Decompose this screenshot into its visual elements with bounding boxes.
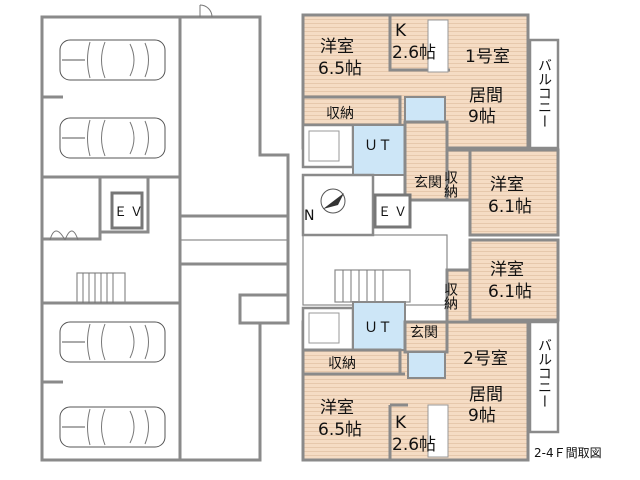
parking-car-2 [59, 117, 166, 159]
unit2-toilet [407, 351, 446, 379]
unit2-name: 2号室 [463, 349, 508, 369]
unit2-living-name: 居間 [469, 385, 503, 405]
unit2-storage [301, 348, 402, 376]
unit1-storage-label: 収納 [326, 106, 354, 122]
unit1-closet-label: 収納 [442, 170, 458, 199]
compass-arrow-icon [323, 193, 344, 209]
unit1-kitchen-size: 2.6帖 [392, 43, 436, 63]
unit2-kitchen-size: 2.6帖 [392, 435, 436, 455]
parking-car-4 [59, 406, 166, 448]
unit1-ut-label: ＵＴ [364, 138, 392, 154]
unit1-balcony [528, 38, 560, 150]
unit1-entrance-label: 玄関 [414, 174, 442, 191]
elevator-box [110, 191, 144, 230]
unit2-kitchen-name: K [395, 413, 407, 433]
unit1-western-room2-size: 6.1帖 [488, 197, 532, 217]
unit1-living-size: 9帖 [468, 107, 496, 127]
unit2-living-size: 9帖 [468, 406, 496, 426]
unit1-balcony-label: バルコニー [536, 58, 552, 128]
plan-caption: 2-4Ｆ間取図 [534, 446, 602, 460]
ev-label: ＥＶ [114, 205, 146, 220]
unit1-western-room2 [468, 148, 560, 237]
unit2-entrance-label: 玄関 [410, 324, 438, 341]
unit1-toilet [404, 96, 446, 123]
unit1-kitchen-name: K [395, 21, 407, 41]
unit2-balcony-label: バルコニー [536, 338, 552, 408]
unit2-western-room2-name: 洋室 [490, 260, 524, 280]
ground-floor-plan: ＥＶ [40, 4, 290, 462]
unit2-closet-label: 収納 [442, 282, 458, 311]
parking-car-3 [59, 321, 166, 363]
unit2-western-room2 [468, 238, 560, 322]
unit2-balcony [528, 320, 560, 434]
unit2-storage-label: 収納 [328, 356, 356, 372]
upper-floor-plan [301, 13, 560, 462]
unit1-western-room-size: 6.5帖 [318, 59, 362, 79]
unit2-western-room2-size: 6.1帖 [488, 282, 532, 302]
core-ev-label: ＥＶ [378, 205, 410, 220]
unit1-western-room-name: 洋室 [320, 37, 354, 57]
unit2-ut-label: ＵＴ [364, 320, 392, 336]
unit2-labels: 洋室 6.1帖 収納 ＵＴ 玄関 2号室 居間 9帖 収納 洋室 6.5帖 K … [318, 260, 552, 455]
unit2-ut [352, 301, 406, 351]
compass-north-label: N [304, 208, 314, 224]
parking-car-1 [59, 39, 166, 81]
unit1-name: 1号室 [465, 47, 510, 67]
unit2-western-room-name: 洋室 [320, 398, 354, 418]
unit1-western-room2-name: 洋室 [490, 175, 524, 195]
compass: N [304, 188, 346, 224]
unit1-ut [352, 124, 406, 176]
unit1-living-name: 居間 [469, 86, 503, 106]
unit1-labels: 洋室 6.5帖 K 2.6帖 1号室 居間 9帖 収納 ＵＴ 玄関 収納 洋室 … [318, 21, 552, 217]
unit2-western-room-size: 6.5帖 [318, 420, 362, 440]
